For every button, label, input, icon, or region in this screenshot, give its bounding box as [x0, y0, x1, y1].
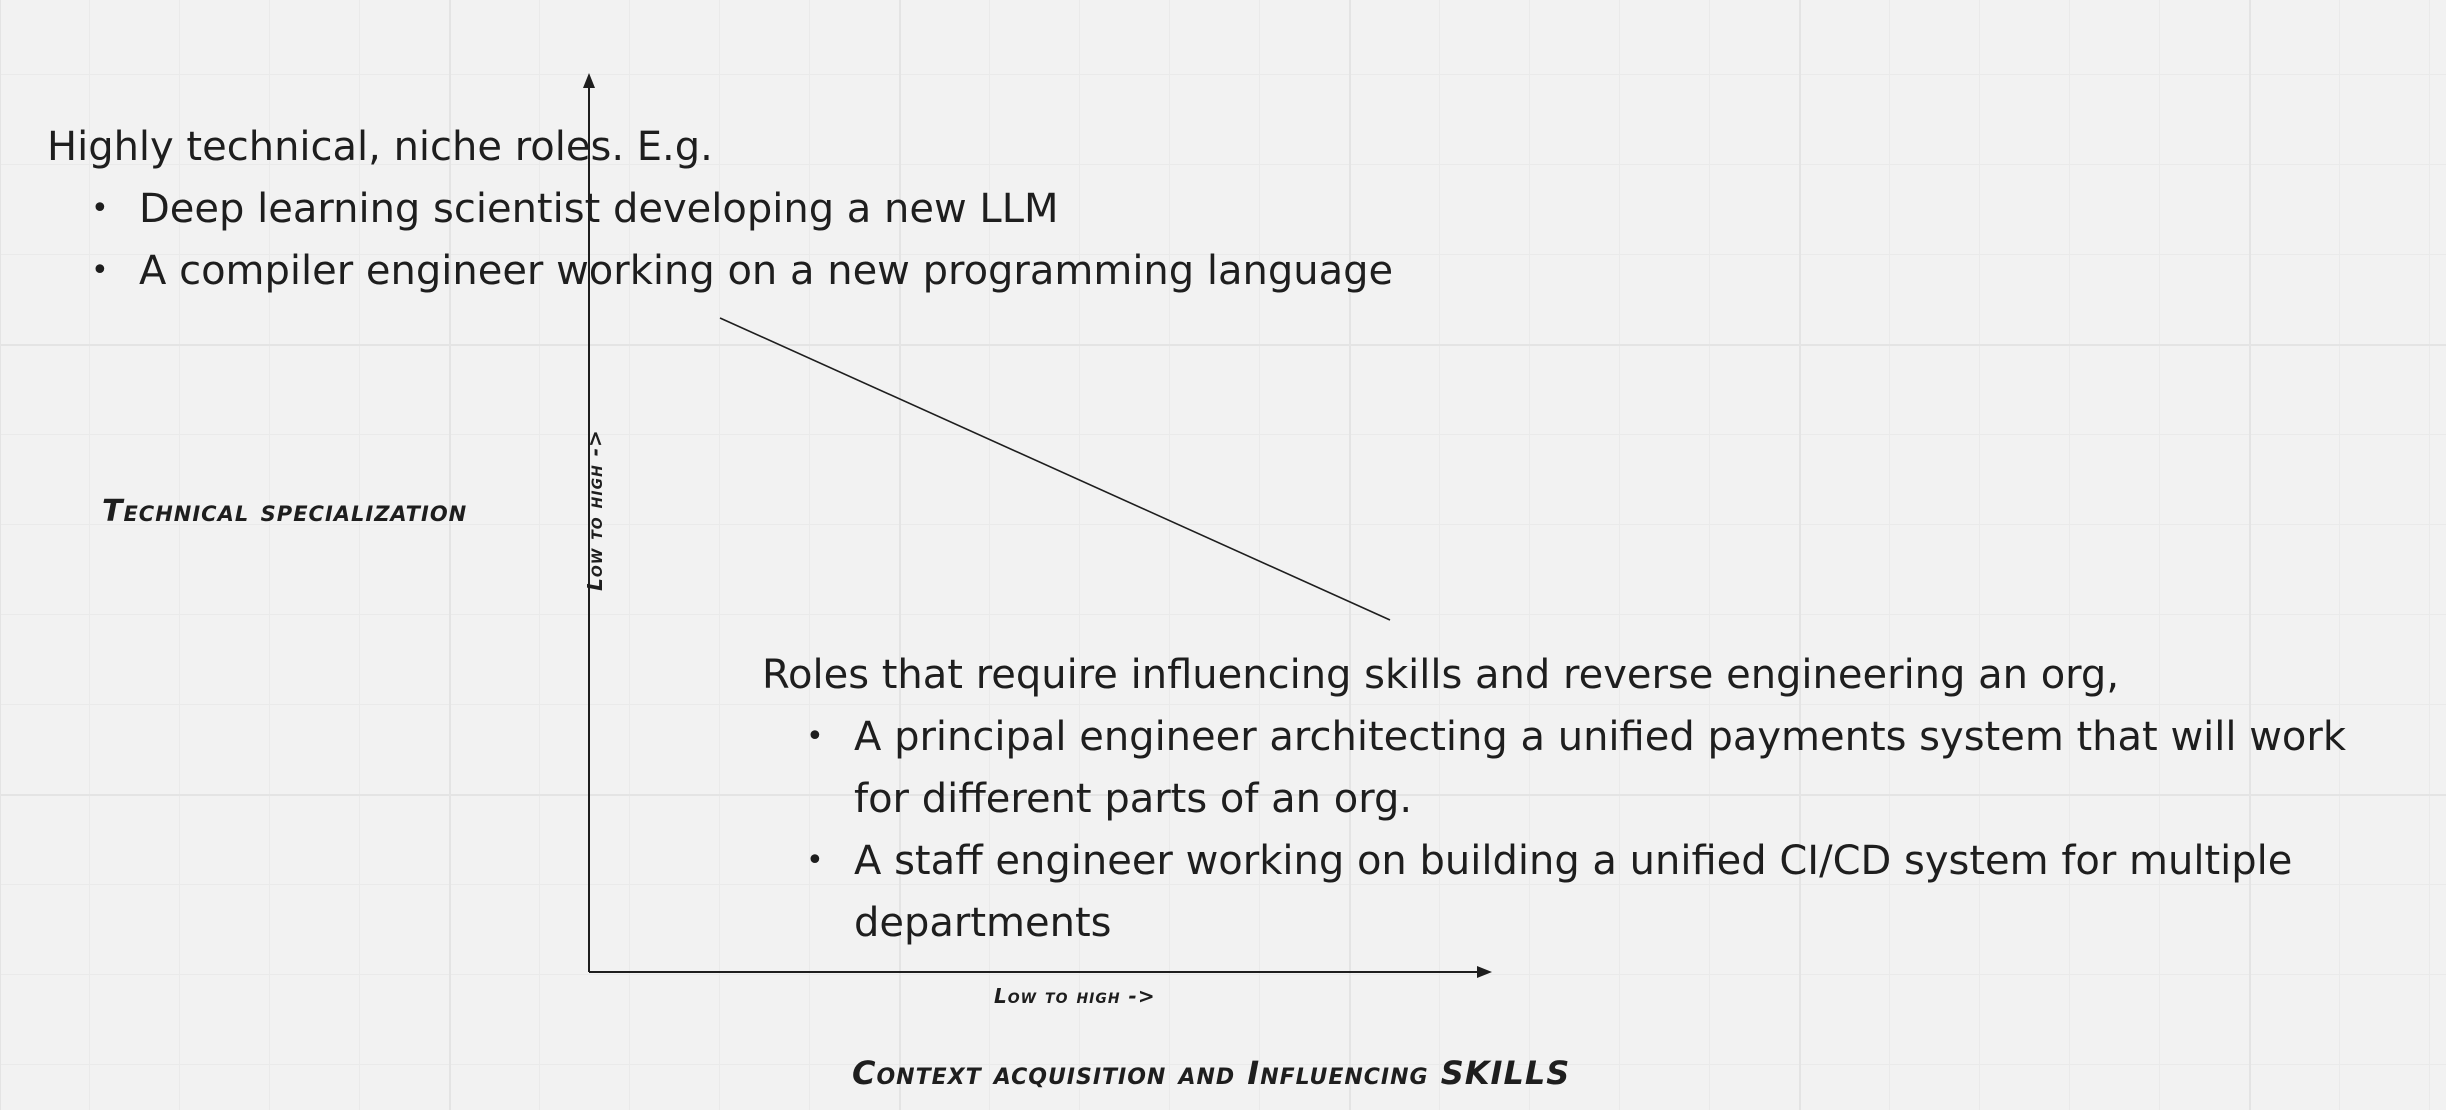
x-axis-arrowhead	[1477, 966, 1492, 978]
niche-roles-note[interactable]: Highly technical, niche roles. E.g. Deep…	[47, 116, 1393, 302]
x-axis-title: Context acquisition and Influencing SKIL…	[852, 1054, 1571, 1092]
list-item: A compiler engineer working on a new pro…	[47, 240, 1393, 302]
niche-roles-list: Deep learning scientist developing a new…	[47, 178, 1393, 302]
y-axis-arrowhead	[583, 73, 595, 88]
y-axis-scale-label: Low to high ->	[582, 429, 607, 591]
influencing-roles-list: A principal engineer architecting a unif…	[762, 706, 2374, 954]
list-item: A principal engineer architecting a unif…	[762, 706, 2374, 830]
niche-roles-heading: Highly technical, niche roles. E.g.	[47, 124, 713, 170]
x-axis-scale-label: Low to high ->	[994, 984, 1156, 1008]
influencing-roles-note[interactable]: Roles that require influencing skills an…	[762, 644, 2374, 954]
influencing-roles-heading: Roles that require influencing skills an…	[762, 652, 2120, 698]
list-item: Deep learning scientist developing a new…	[47, 178, 1393, 240]
list-item: A staff engineer working on building a u…	[762, 830, 2374, 954]
trend-line[interactable]	[719, 317, 1391, 621]
y-axis-title: Technical specialization	[102, 494, 468, 529]
